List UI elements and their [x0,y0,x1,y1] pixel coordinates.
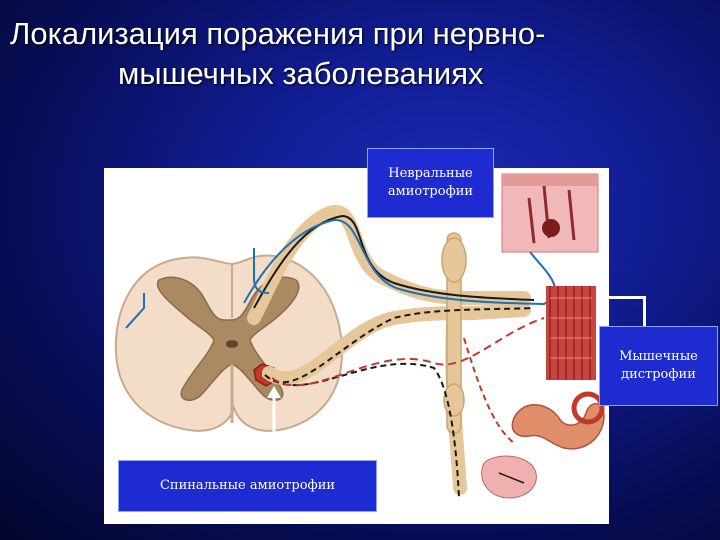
slide-title: Локализация поражения при нервно- мышечн… [0,14,720,94]
diagram-illustration [114,173,605,499]
title-line-1: Локализация поражения при нервно- [10,16,546,51]
muscle-connector-vertical [643,296,646,328]
muscle-tissue [546,286,596,380]
muscular-dystrophy-label: Мышечные дистрофии [599,326,718,406]
muscle-label-line-2: дистрофии [621,367,696,382]
spinal-label-text: Спинальные амиотрофии [159,478,336,493]
neural-amyotrophy-label: Невральные амиотрофии [367,148,494,218]
spinal-cord-section [114,254,344,432]
muscle-connector-horizontal [608,296,646,299]
gland-tissue [481,455,537,499]
autonomic-fibers [271,317,545,444]
muscle-label-line-1: Мышечные [619,349,698,364]
neural-label-line-2: амиотрофии [387,184,474,199]
intestine-tissue [511,391,605,450]
spinal-amyotrophy-label: Спинальные амиотрофии [118,460,377,512]
skin-tissue [501,173,599,253]
neural-label-line-1: Невральные [388,166,473,181]
spinal-arrow [267,386,281,433]
title-line-2: мышечных заболеваниях [118,56,484,91]
